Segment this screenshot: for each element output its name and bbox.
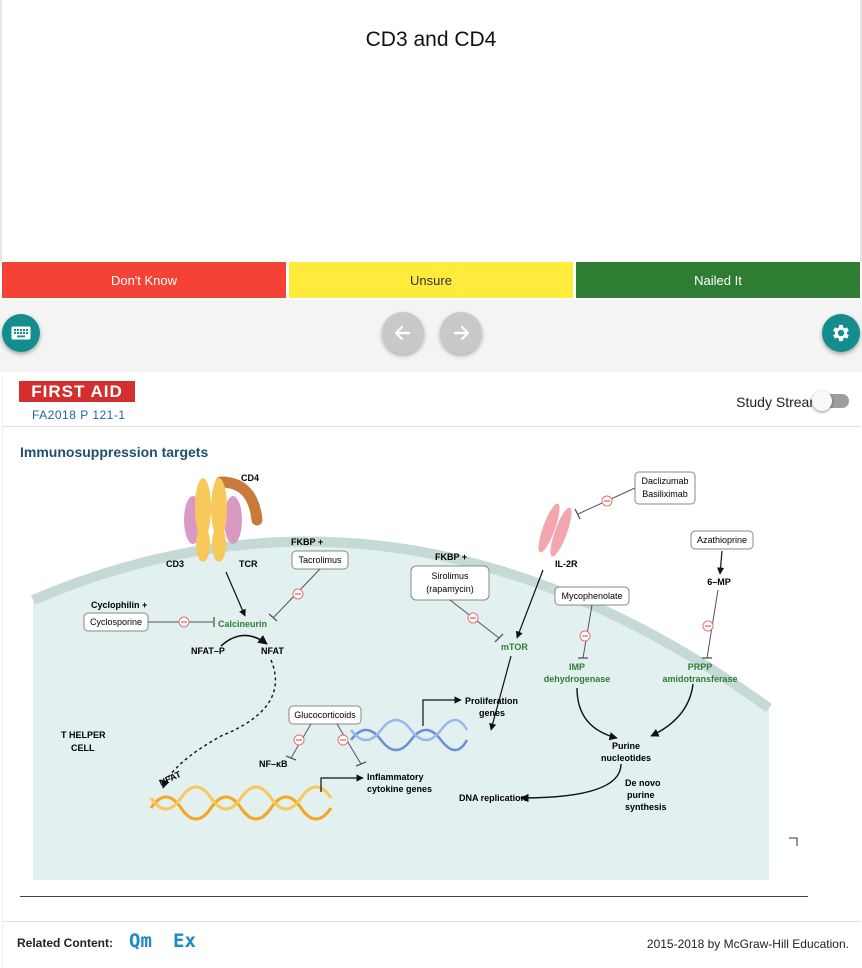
t-helper-cell — [33, 541, 769, 880]
inhibit-bar — [285, 755, 297, 761]
keyboard-button[interactable] — [2, 314, 40, 352]
inhibit-bar — [574, 508, 581, 520]
content-divider — [20, 896, 808, 897]
tcr-cd3-complex — [184, 478, 242, 562]
label-nfkb: NF–κB — [259, 759, 288, 769]
label-calcineurin: Calcineurin — [218, 619, 267, 629]
label-purine-2: purine — [627, 790, 655, 800]
label-fkbp-2: FKBP + — [435, 552, 467, 562]
dont-know-button[interactable]: Don't Know — [2, 262, 286, 298]
dna-helix-lower — [149, 785, 333, 821]
arrow-mtor-proliferation — [489, 655, 512, 731]
first-aid-panel: FIRST AID FA2018 P 121-1 Study Stream Im… — [2, 374, 861, 968]
inhibit-bar — [268, 613, 278, 622]
divider — [3, 426, 861, 427]
inhibit-line-gc-cytokine — [336, 723, 362, 765]
label-tacrolimus: Tacrolimus — [298, 555, 342, 565]
dna-helix-upper — [350, 718, 469, 752]
arrow-tcr-calcineurin — [225, 571, 246, 617]
label-tcr: TCR — [239, 559, 258, 569]
arrow-aza-6mp — [716, 550, 725, 575]
label-imp: IMP — [569, 662, 585, 672]
first-aid-logo: FIRST AID — [19, 381, 135, 402]
arrow-prpp-purine — [650, 683, 694, 737]
label-mycophenolate: Mycophenolate — [561, 591, 622, 601]
label-mtor: mTOR — [501, 642, 528, 652]
label-genes: genes — [479, 708, 505, 718]
arrow-purine-dna — [520, 763, 622, 803]
arrow-left-icon — [394, 325, 411, 341]
arrow-nfat-activation — [220, 634, 268, 647]
label-t-helper: T HELPER — [61, 730, 106, 740]
label-dna-replication: DNA replication — [459, 793, 526, 803]
inhibit-bar — [494, 633, 504, 643]
arrow-inflammatory-genes — [320, 774, 364, 792]
divider — [3, 921, 861, 922]
page-reference[interactable]: FA2018 P 121-1 — [32, 408, 126, 422]
keyboard-icon — [11, 326, 31, 340]
label-cytokine-genes: cytokine genes — [367, 784, 432, 794]
label-glucocorticoids: Glucocorticoids — [294, 710, 356, 720]
label-nfat-p: NFAT–P — [191, 646, 225, 656]
label-de-novo: De novo — [625, 778, 661, 788]
label-daclizumab: Daclizumab — [641, 476, 688, 486]
label-nucleotides: nucleotides — [601, 753, 651, 763]
label-rapamycin: (rapamycin) — [426, 584, 474, 594]
card-title: CD3 and CD4 — [365, 28, 497, 51]
unsure-button[interactable]: Unsure — [289, 262, 573, 298]
settings-button[interactable] — [822, 314, 860, 352]
label-cd4: CD4 — [241, 473, 259, 483]
resize-corner — [789, 837, 798, 846]
copyright: 2015-2018 by McGraw-Hill Education. — [646, 937, 849, 951]
previous-button[interactable] — [382, 312, 424, 354]
label-cyclosporine: Cyclosporine — [90, 617, 142, 627]
label-fkbp-1: FKBP + — [291, 537, 323, 547]
immunosuppression-diagram: CD4 CD3 TCR FKBP + Tacrolimus Cyclophili… — [31, 471, 798, 880]
label-purine: Purine — [612, 741, 640, 751]
label-inflammatory: Inflammatory — [367, 772, 424, 782]
il2-receptor — [538, 503, 572, 557]
arrow-imp-purine — [576, 687, 618, 741]
rating-bar: Don't Know Unsure Nailed It — [2, 262, 860, 298]
study-stream-label: Study Stream — [736, 394, 821, 410]
related-content-label: Related Content: — [17, 936, 113, 950]
label-nfat: NFAT — [261, 646, 284, 656]
arrow-nfat-nucleus — [161, 659, 276, 789]
label-azathioprine: Azathioprine — [697, 535, 747, 545]
arrow-right-icon — [453, 325, 470, 341]
label-cell: CELL — [71, 743, 95, 753]
label-synthesis: synthesis — [625, 802, 667, 812]
arrow-il2r-mtor — [515, 569, 544, 639]
inhibit-bar — [355, 761, 367, 767]
cell-membrane — [31, 536, 772, 713]
arrow-proliferation-genes — [422, 696, 462, 726]
next-button[interactable] — [440, 312, 482, 354]
diagram-title: Immunosuppression targets — [20, 444, 209, 460]
label-cyclophilin: Cyclophilin + — [91, 600, 147, 610]
label-basiliximab: Basiliximab — [642, 489, 688, 499]
qmax-link[interactable]: Qm — [129, 930, 152, 952]
exam-link[interactable]: Ex — [173, 930, 196, 952]
cd4-receptor — [215, 476, 263, 526]
nailed-it-button[interactable]: Nailed It — [576, 262, 860, 298]
glucocorticoids-box — [288, 705, 362, 725]
label-il2r: IL-2R — [555, 559, 578, 569]
label-prpp: PRPP — [688, 662, 713, 672]
azathioprine-box — [690, 530, 754, 550]
gear-icon — [833, 324, 849, 342]
label-cd3: CD3 — [166, 559, 184, 569]
label-imp-dehydrogenase: dehydrogenase — [544, 674, 611, 684]
flashcard-front: CD3 and CD4 — [0, 0, 862, 262]
label-6mp: 6–MP — [707, 577, 731, 587]
label-sirolimus: Sirolimus — [431, 571, 469, 581]
study-stream-toggle[interactable] — [812, 391, 849, 411]
label-proliferation: Proliferation — [465, 696, 518, 706]
toggle-knob[interactable] — [812, 391, 832, 411]
label-prpp-amidotransferase: amidotransferase — [662, 674, 737, 684]
controls-bar — [0, 300, 862, 372]
